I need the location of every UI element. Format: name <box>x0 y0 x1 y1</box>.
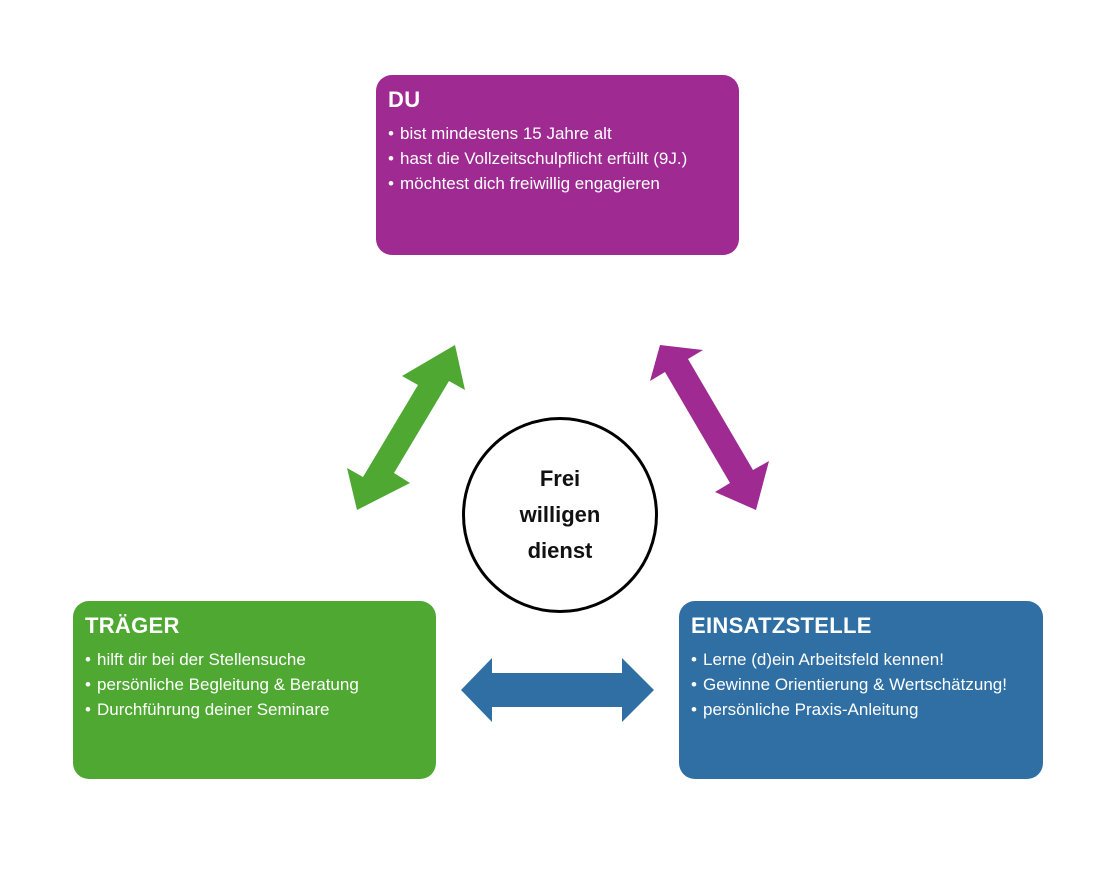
list-item: Lerne (d)ein Arbeitsfeld kennen! <box>691 647 1031 672</box>
double-arrow-green-icon <box>347 345 465 510</box>
center-line: willigen <box>519 502 601 527</box>
list-item: persönliche Begleitung & Beratung <box>85 672 424 697</box>
traeger-title: TRÄGER <box>85 613 180 638</box>
du-title: DU <box>388 87 421 112</box>
double-arrow-blue-icon <box>461 658 654 722</box>
einsatzstelle-title: EINSATZSTELLE <box>691 613 872 638</box>
list-item: Durchführung deiner Seminare <box>85 697 424 722</box>
du-box: DU bist mindestens 15 Jahre alt hast die… <box>376 75 739 255</box>
center-line: Frei <box>539 466 581 491</box>
list-item: möchtest dich freiwillig engagieren <box>388 171 727 196</box>
center-line: dienst <box>527 538 593 563</box>
einsatzstelle-list: Lerne (d)ein Arbeitsfeld kennen! Gewinne… <box>691 647 1031 722</box>
list-item: bist mindestens 15 Jahre alt <box>388 121 727 146</box>
list-item: Gewinne Orientierung & Wertschätzung! <box>691 672 1031 697</box>
list-item: hast die Vollzeitschulpflicht erfüllt (9… <box>388 146 727 171</box>
list-item: persönliche Praxis-Anleitung <box>691 697 1031 722</box>
du-list: bist mindestens 15 Jahre alt hast die Vo… <box>388 121 727 196</box>
traeger-list: hilft dir bei der Stellensuche persönlic… <box>85 647 424 722</box>
center-circle: Frei willigen dienst <box>462 417 658 613</box>
list-item: hilft dir bei der Stellensuche <box>85 647 424 672</box>
double-arrow-purple-icon <box>650 345 769 510</box>
traeger-box: TRÄGER hilft dir bei der Stellensuche pe… <box>73 601 436 779</box>
einsatzstelle-box: EINSATZSTELLE Lerne (d)ein Arbeitsfeld k… <box>679 601 1043 779</box>
